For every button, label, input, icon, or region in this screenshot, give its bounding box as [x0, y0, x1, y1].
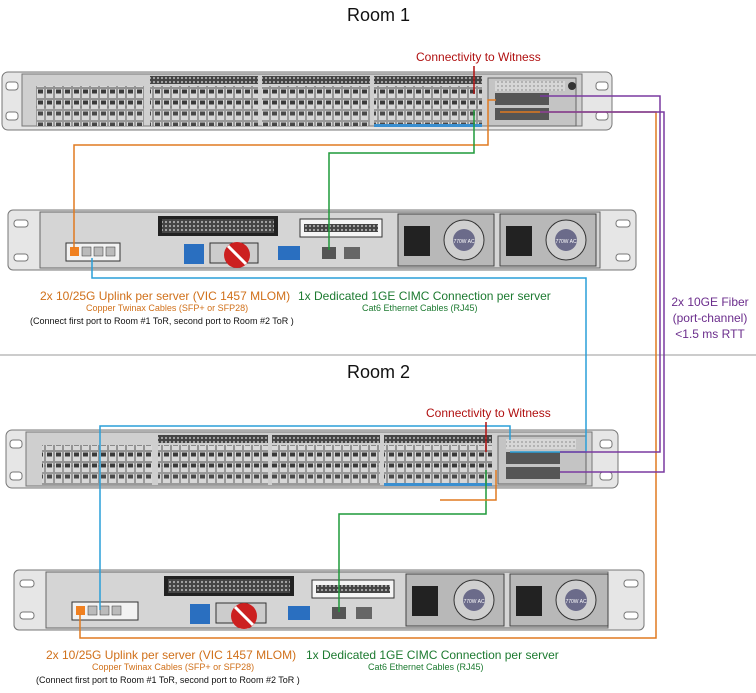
- room1-psu1-label: 770W AC: [453, 239, 475, 245]
- room1-uplink-title: 2x 10/25G Uplink per server (VIC 1457 ML…: [40, 289, 291, 303]
- room1-tor-switch: [1, 71, 613, 131]
- room2-uplink-orange: [440, 470, 497, 501]
- room2-cimc-title: 1x Dedicated 1GE CIMC Connection per ser…: [306, 648, 559, 662]
- room1-cimc-cable: [328, 110, 475, 250]
- room2-title: Room 2: [347, 362, 411, 382]
- room1-cimc-title: 1x Dedicated 1GE CIMC Connection per ser…: [298, 289, 551, 303]
- fiber-label: 2x 10GE Fiber (port-channel) <1.5 ms RTT: [670, 294, 750, 342]
- room2-psu1-label: 770W AC: [463, 599, 485, 605]
- room2-uplink-cable: [99, 425, 511, 610]
- room1-title: Room 1: [347, 5, 411, 25]
- room2-uplink-cable: Copper Twinax Cables (SFP+ or SFP28): [92, 662, 255, 672]
- room2-cimc-cable: [338, 470, 487, 612]
- fiber-link-1: [540, 95, 661, 453]
- room1-witness-label: Connectivity to Witness: [416, 50, 541, 64]
- room2-witness-label: Connectivity to Witness: [426, 406, 551, 420]
- room1-uplink-note: (Connect first port to Room #1 ToR, seco…: [30, 316, 294, 326]
- room2-tor-switch: [5, 429, 619, 489]
- room1-uplink-cable: [73, 99, 496, 248]
- room1-cimc-cable: Cat6 Ethernet Cables (RJ45): [362, 303, 478, 313]
- room1-server: [7, 209, 637, 271]
- room2-uplink-note: (Connect first port to Room #1 ToR, seco…: [36, 675, 300, 685]
- fiber-label-line3: <1.5 ms RTT: [675, 327, 745, 341]
- room2-psu2-label: 770W AC: [565, 599, 587, 605]
- room2-uplink-title: 2x 10/25G Uplink per server (VIC 1457 ML…: [46, 648, 297, 662]
- room1-uplink-cable: Copper Twinax Cables (SFP+ or SFP28): [86, 303, 249, 313]
- fiber-link-2: [540, 111, 665, 473]
- room2-server: [13, 569, 645, 631]
- fiber-label-line1: 2x 10GE Fiber: [671, 295, 749, 309]
- room2-cimc-cable: Cat6 Ethernet Cables (RJ45): [368, 662, 484, 672]
- fiber-label-line2: (port-channel): [672, 311, 748, 325]
- room1-psu2-label: 770W AC: [555, 239, 577, 245]
